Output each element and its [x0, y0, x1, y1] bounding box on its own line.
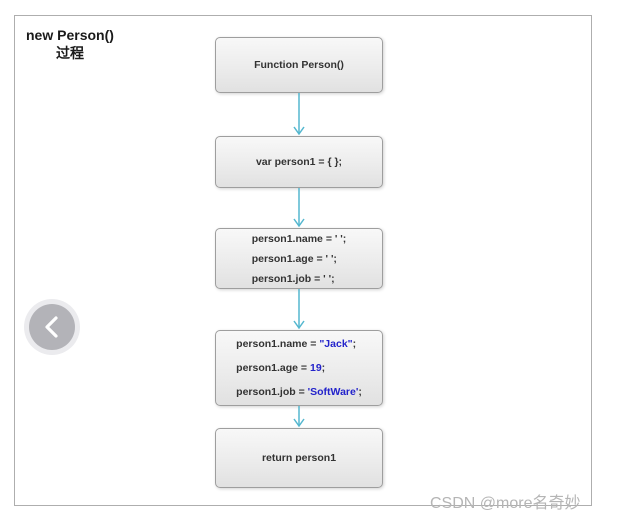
flow-node-function-person: Function Person() — [215, 37, 383, 93]
flow-arrow-1 — [293, 93, 305, 136]
title-line-2: 过程 — [55, 45, 84, 61]
flow-node-create-empty-object: var person1 = { }; — [215, 136, 383, 188]
watermark: CSDN @more名奇妙 — [430, 495, 581, 512]
flow-node-init-empty-properties: person1.name = ' ';person1.age = ' ';per… — [215, 228, 383, 289]
flow-node-return-person1: return person1 — [215, 428, 383, 488]
flow-node-assign-properties: person1.name = "Jack";person1.age = 19;p… — [215, 330, 383, 406]
flow-arrow-3 — [293, 289, 305, 330]
page-title: new Person() 过程 — [26, 26, 114, 62]
flow-arrow-2 — [293, 188, 305, 228]
prev-button[interactable] — [24, 299, 80, 355]
chevron-left-icon — [45, 316, 58, 338]
flow-arrow-4 — [293, 406, 305, 428]
title-line-1: new Person() — [26, 27, 114, 43]
prev-button-circle — [29, 304, 75, 350]
